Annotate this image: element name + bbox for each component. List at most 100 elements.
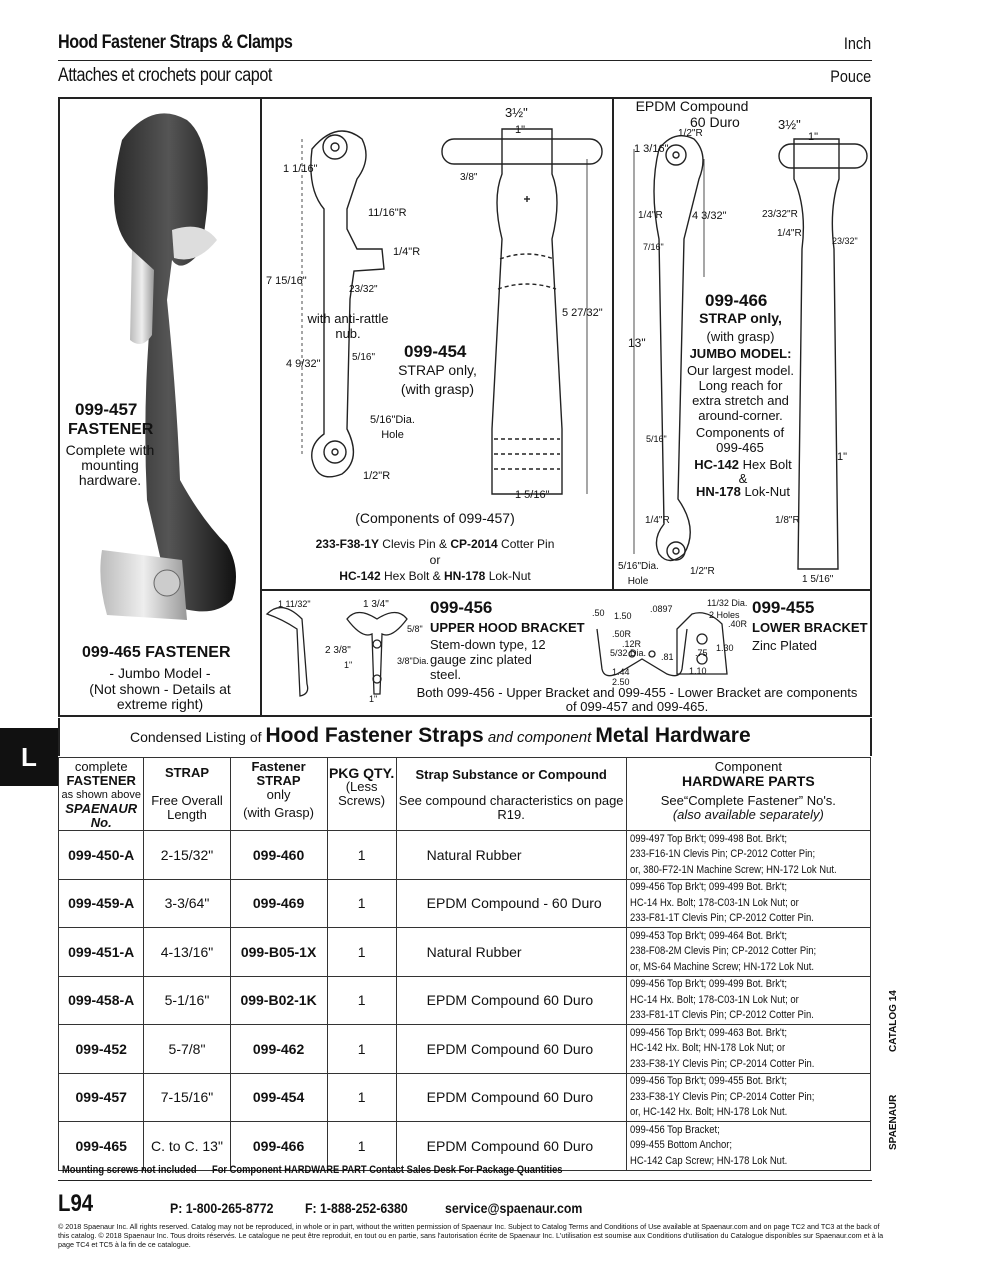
dim-466-d4: 1 3/16"	[634, 143, 669, 155]
footer-fax[interactable]: F: 1-888-252-6380	[305, 1200, 408, 1216]
cell-compound: Natural Rubber	[395, 830, 627, 880]
part-099-456: 099-456	[430, 598, 493, 617]
cell-length: C. to C. 13"	[143, 1121, 231, 1171]
page-number: L94	[58, 1190, 94, 1217]
dim-466-d1: 3½"	[778, 117, 801, 132]
hardware-line: HC-142 Cap Screw; HN-178 Lok Nut.	[629, 1154, 787, 1167]
cell-hardware: 099-456 Top Brk't; 099-499 Bot. Brk't; HC…	[625, 975, 872, 1025]
col-qty-b: (Less Screws)	[338, 779, 386, 808]
components-457-note: (Components of 099-457)	[355, 510, 515, 526]
footer-phone[interactable]: P: 1-800-265-8772	[170, 1200, 274, 1216]
lok-nut-text: Lok-Nut	[740, 484, 790, 499]
dim-466-d8: 23/32"R	[762, 209, 798, 220]
dim-466-d12: 5/16"	[646, 434, 667, 444]
part-099-457-desc: Complete with mounting hardware.	[65, 442, 155, 488]
cell-fastener: 099-458-A	[57, 975, 145, 1025]
hex-bolt-text: Hex Bolt	[739, 457, 792, 472]
epdm-duro: 60 Duro	[690, 114, 740, 130]
cell-qty: 1	[326, 878, 397, 928]
brand-side-label: SPAENAUR	[888, 1094, 899, 1150]
hardware-line: 099-456 Top Brk't; 099-499 Bot. Brk't;	[629, 978, 787, 990]
jumbo-model-label: - Jumbo Model -	[109, 665, 211, 681]
dim-br-o: 1.44	[612, 667, 630, 677]
col-fs-a: Fastener STRAP	[251, 759, 306, 788]
components-457-line1: 233-F38-1Y Clevis Pin & CP-2014 Cotter P…	[280, 537, 590, 551]
hardware-line: or, MS-64 Machine Screw; HN-172 Lok Nut.	[629, 960, 814, 973]
cell-hardware: 099-456 Top Bracket;099-455 Bottom Ancho…	[625, 1121, 872, 1171]
hardware-line: 238-F08-2M Clevis Pin; CP-2012 Cotter Pi…	[629, 945, 816, 957]
cell-length: 4-13/16"	[143, 927, 231, 977]
hardware-line: or, HC-142 Hx. Bolt; HN-178 Lok Nut.	[629, 1106, 787, 1118]
col-fs-c: (with Grasp)	[243, 805, 314, 820]
part-099-454-grasp: (with grasp)	[400, 381, 475, 397]
hardware-line: HC-142 Hx. Bolt; HN-178 Lok Nut; or	[629, 1042, 785, 1054]
jumbo-note: (Not shown - Details at extreme right)	[89, 681, 231, 712]
dim-466-d7: 7/16"	[643, 242, 664, 252]
part-099-454-type: STRAP only,	[398, 362, 477, 378]
col-fastener-a: complete	[74, 759, 128, 774]
hardware-line: HC-14 Hx. Bolt; 178-C03-1N Lok Nut; or	[629, 993, 799, 1006]
cell-qty: 1	[326, 927, 397, 977]
dim-454-d6: 1/4"R	[393, 246, 421, 258]
cell-hardware: 099-456 Top Brk't; 099-499 Bot. Brk't;HC…	[625, 878, 872, 928]
dim-454-d7: 7 15/16"	[266, 275, 307, 287]
dim-br-l: .12R	[622, 639, 642, 649]
dim-454-d2: 1"	[515, 124, 526, 136]
col-hw-a: Component	[714, 759, 782, 774]
dim-br-u: 1.30	[716, 643, 734, 653]
page-title: Hood Fastener Straps & Clamps	[58, 32, 293, 53]
hw-233-F38-1Y: 233-F38-1Y	[315, 537, 379, 551]
cell-fastener: 099-465	[57, 1121, 145, 1171]
dim-br-n: .81	[661, 652, 674, 662]
cell-strap: 099-454	[229, 1072, 328, 1122]
dim-454-d8: 23/32"	[349, 284, 378, 295]
listing-title: Condensed Listing of Hood Fastener Strap…	[130, 724, 751, 748]
table-bottom-rule	[58, 1180, 872, 1181]
unit-fr: Pouce	[830, 67, 871, 86]
hw-HN-178: HN-178	[444, 569, 486, 583]
dim-br-g: 1"	[369, 694, 378, 704]
col-pkg-qty: PKG QTY. (Less Screws)	[326, 757, 397, 831]
cell-fastener: 099-450-A	[57, 830, 145, 880]
dim-454-d3: 3/8"	[460, 172, 478, 183]
cell-qty: 1	[326, 830, 397, 880]
cell-hardware: 099-497 Top Brk't; 099-498 Bot. Brk't;23…	[625, 830, 872, 880]
cell-strap: 099-B05-1X	[229, 927, 328, 977]
col-fs-b: only	[266, 787, 291, 802]
dim-br-h: .50	[592, 608, 605, 618]
listing-title-end: Metal Hardware	[595, 724, 751, 747]
epdm-compound: EPDM Compound	[635, 98, 749, 114]
col-hw-d: (also available separately)	[672, 807, 824, 822]
cell-fastener: 099-451-A	[57, 927, 145, 977]
col-hw-b: HARDWARE PARTS	[681, 773, 815, 789]
dim-454-d10: 5/16"	[352, 352, 376, 363]
cell-compound: EPDM Compound 60 Duro	[395, 1024, 627, 1074]
dim-466-d11: 13"	[628, 336, 646, 350]
dim-466-d5: 1/4"R	[638, 210, 663, 221]
cell-fastener: 099-457	[57, 1072, 145, 1122]
cell-hardware: 099-453 Top Brk't; 099-464 Bot. Brk't;23…	[625, 927, 872, 977]
dim-br-s: .40R	[728, 619, 748, 629]
cell-length: 3-3/64"	[143, 878, 231, 928]
col-qty-a: PKG QTY.	[328, 765, 395, 781]
hw-HC-142: HC-142	[339, 569, 381, 583]
components-457-or: or	[429, 553, 441, 567]
strap-454-drawing	[301, 128, 603, 495]
part-099-457: 099-457	[75, 400, 138, 419]
frame-divider-v2	[612, 97, 614, 589]
cell-hardware: 099-456 Top Brk't; 099-463 Bot. Brk't;HC…	[625, 1024, 872, 1074]
dim-br-r: 2 Holes	[709, 610, 740, 620]
dim-br-c: 5/8"	[407, 624, 423, 634]
dim-454-d9: 4 9/32"	[286, 358, 321, 370]
dim-br-p: 2.50	[612, 677, 630, 687]
header-rule	[58, 60, 872, 61]
footer-email[interactable]: service@spaenaur.com	[445, 1200, 583, 1216]
cell-strap: 099-466	[229, 1121, 328, 1171]
listing-title-main: Hood Fastener Straps	[265, 724, 484, 747]
listing-title-pre: Condensed Listing of	[130, 729, 266, 745]
jumbo-model-heading: JUMBO MODEL:	[689, 346, 792, 361]
brackets-drawing	[265, 607, 728, 697]
